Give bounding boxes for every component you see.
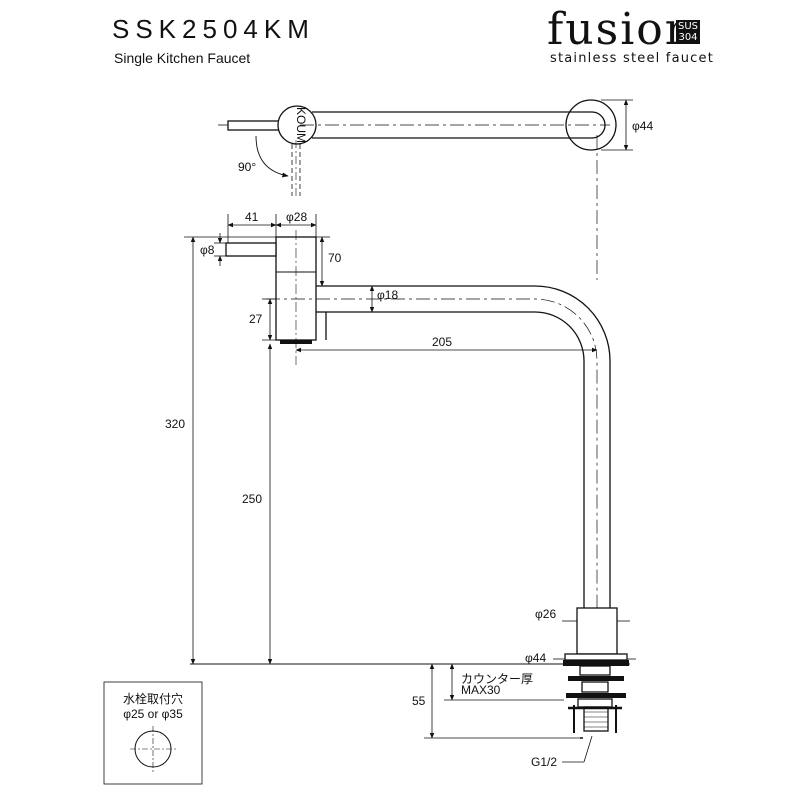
badge-bottom: 304 [678,32,698,43]
brand-tagline: stainless steel faucet [550,51,715,66]
riser-diameter-label: φ26 [535,607,556,621]
counter-thickness-value: MAX30 [461,683,501,697]
model-number: SSK2504KM [112,14,315,44]
spout-diameter-label: φ18 [377,288,398,302]
side-view [190,135,630,739]
outlet-height-label: 250 [242,492,262,506]
thread-label: G1/2 [531,755,557,769]
rotation-label: 90° [238,160,256,174]
base-diameter-label: φ44 [525,651,546,665]
handle-diameter-label: φ8 [200,243,215,257]
inset-hole-sizes: φ25 or φ35 [123,707,183,721]
top-diameter-label: φ44 [632,119,653,133]
shank-length-label: 55 [412,694,426,708]
inset-title: 水栓取付穴 [122,692,183,706]
dimension-lines [184,214,636,763]
counter-thickness-label: カウンター厚 [461,672,533,686]
handle-mark: KOUM [294,107,308,143]
body-height-label: 70 [328,251,342,265]
mounting-hole-inset [103,681,203,785]
total-height-label: 320 [165,417,185,431]
badge-top: SUS [677,21,698,32]
brand-logo: fusion [547,4,696,55]
top-view [218,99,633,198]
material-badge: SUS 304 [676,20,700,44]
reach-label: 205 [432,335,452,349]
handle-length-label: 41 [245,210,259,224]
product-subtitle: Single Kitchen Faucet [114,50,251,66]
outlet-offset-label: 27 [249,312,263,326]
body-diameter-label: φ28 [286,210,307,224]
